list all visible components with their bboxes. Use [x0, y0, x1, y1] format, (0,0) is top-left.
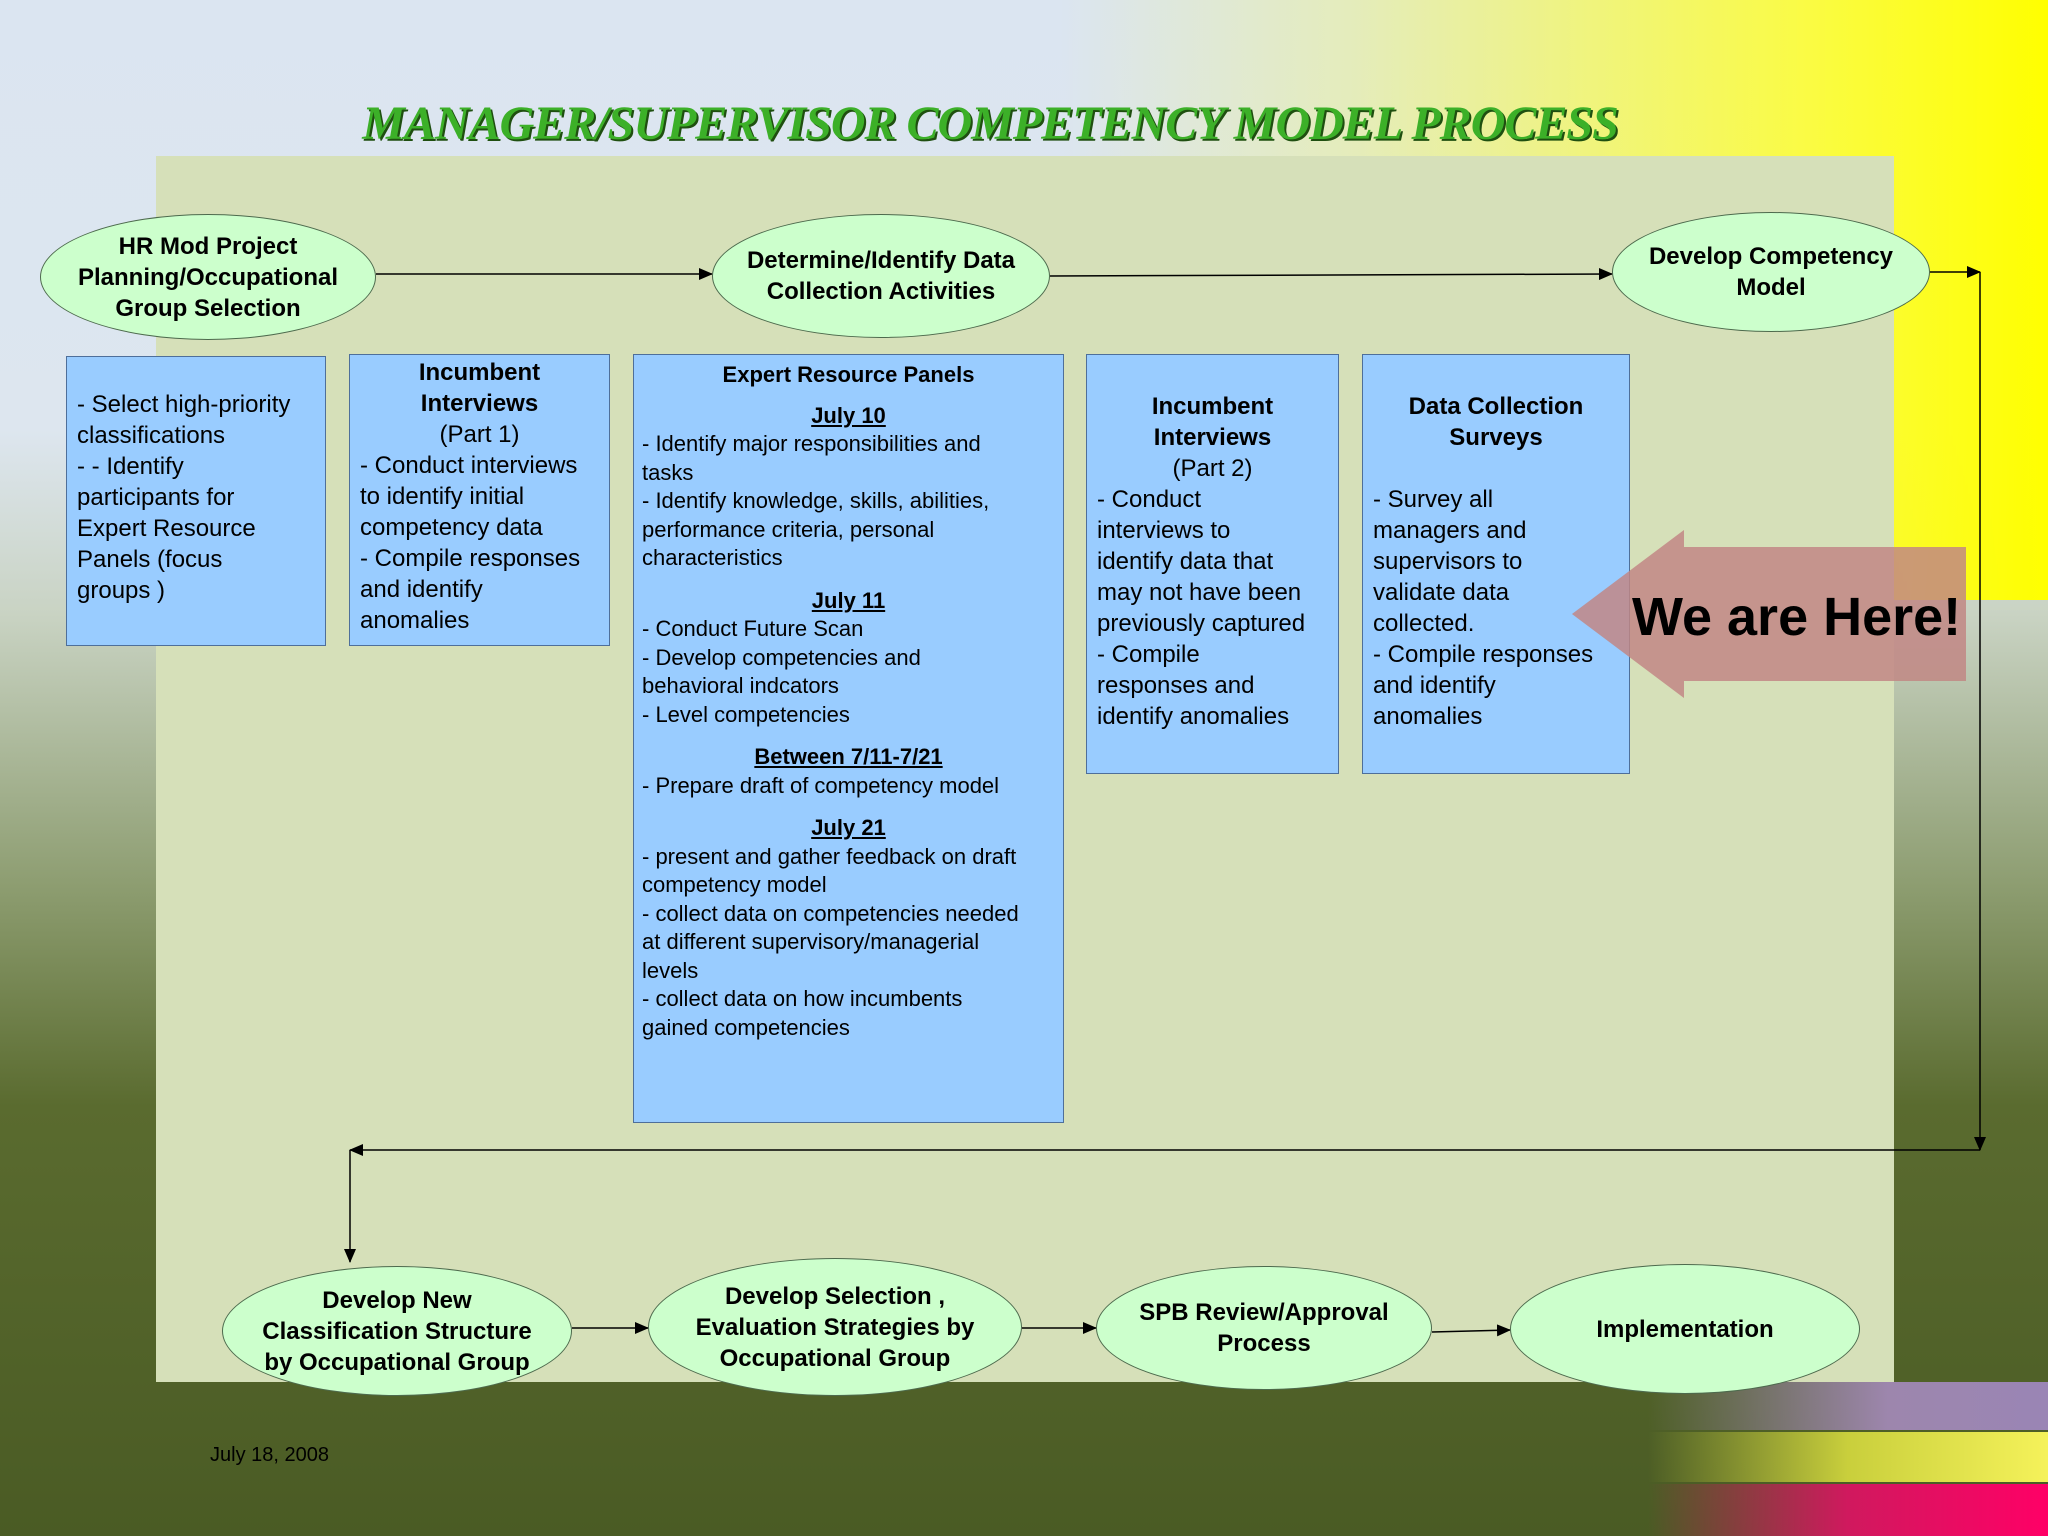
panel-date: July 11 — [811, 587, 886, 613]
box-line: responses and — [1097, 672, 1255, 699]
box-heading: Incumbent — [1151, 393, 1274, 420]
box-line: anomalies — [1373, 703, 1483, 730]
box-line: supervisors to — [1373, 548, 1523, 575]
box-line: - - Identify — [77, 453, 184, 480]
box-line: - Identify major responsibilities and — [642, 431, 981, 456]
box-line: - Identify knowledge, skills, abilities, — [642, 488, 990, 513]
step-label-line: Evaluation Strategies by — [695, 1313, 975, 1341]
box-expert-resource-panels: Expert Resource Panels July 10 - Identif… — [633, 354, 1064, 1123]
step-label-line: Occupational Group — [719, 1344, 951, 1372]
step-label-line: Group Selection — [115, 294, 301, 322]
step-label-line: Process — [1217, 1330, 1311, 1357]
panel-date: Between 7/11-7/21 — [754, 744, 943, 769]
decor-stripe-yellow — [1648, 1432, 2048, 1482]
box-heading: Incumbent — [418, 359, 541, 386]
box-line: classifications — [77, 422, 226, 449]
box-line: - Compile responses — [1373, 641, 1594, 668]
step-label-line: Collection Activities — [766, 278, 996, 305]
step-label-line: SPB Review/Approval — [1139, 1299, 1389, 1326]
box-line: - Survey all — [1373, 486, 1494, 513]
decor-stripe-pink — [1648, 1484, 2048, 1536]
box-line: collected. — [1373, 610, 1475, 637]
box-incumbent-interviews-part1: Incumbent Interviews (Part 1) - Conduct … — [349, 354, 610, 646]
box-line: groups ) — [77, 577, 166, 604]
arrow-step6-to-step7 — [1431, 1324, 1511, 1337]
panel-date: July 21 — [811, 815, 886, 840]
box-line: - Prepare draft of competency model — [642, 772, 1000, 798]
box-line: - Conduct Future Scan — [642, 616, 864, 641]
box-heading: Data Collection — [1408, 393, 1584, 420]
box-incumbent-interviews-part2: Incumbent Interviews (Part 2) - Conduct … — [1086, 354, 1339, 774]
box-line: - Compile responses — [360, 545, 581, 572]
step-label-line: Develop Competency — [1648, 243, 1894, 270]
box-line: - Level competencies — [642, 701, 850, 727]
we-are-here-arrow-icon — [1572, 530, 1966, 698]
box-spacer — [1373, 453, 1619, 484]
box-line: identify anomalies — [1097, 703, 1290, 730]
box-line: tasks — [642, 459, 694, 485]
box-line: Expert Resource — [77, 515, 256, 542]
box-line: - collect data on competencies needed — [642, 900, 1019, 926]
footer-date: July 18, 2008 — [210, 1444, 329, 1466]
box-line: competency model — [642, 872, 827, 897]
step-label-line: by Occupational Group — [264, 1348, 530, 1376]
step-label-line: Planning/Occupational — [77, 263, 339, 291]
box-data-collection-surveys: Data Collection Surveys - Survey all man… — [1362, 354, 1630, 774]
box-line: anomalies — [360, 607, 470, 634]
box-subheading: (Part 1) — [439, 421, 520, 448]
box-line: - Compile — [1097, 641, 1200, 668]
step-label-line: Implementation — [1596, 1315, 1774, 1343]
step-label-line: Develop New — [322, 1286, 472, 1314]
box-line: performance criteria, personal — [642, 516, 935, 542]
box-line: at different supervisory/managerial — [642, 929, 980, 954]
box-line: competency data — [360, 514, 543, 541]
step-hr-mod-planning: HR Mod Project Planning/Occupational Gro… — [40, 214, 376, 340]
step-develop-selection-strategies: Develop Selection , Evaluation Strategie… — [648, 1258, 1022, 1396]
box-heading: Interviews — [420, 390, 539, 417]
panel-date: July 10 — [811, 402, 886, 428]
box-line: levels — [642, 957, 699, 983]
box-line: managers and — [1373, 517, 1527, 544]
box-line: validate data — [1373, 579, 1510, 606]
step-label-line: Determine/Identify Data — [746, 247, 1016, 274]
box-line: - Develop competencies and — [642, 644, 921, 670]
box-line: - Select high-priority — [77, 391, 291, 418]
box-line: identify data that — [1097, 548, 1274, 575]
box-heading: Surveys — [1449, 424, 1543, 451]
box-line: and identify — [1373, 672, 1496, 699]
box-line: gained competencies — [642, 1014, 850, 1040]
box-line: behavioral indcators — [642, 673, 839, 698]
box-line: and identify — [360, 576, 483, 603]
box-line: to identify initial — [360, 483, 525, 510]
arrow-step2-to-step3 — [1049, 268, 1613, 281]
box-heading: Interviews — [1153, 424, 1272, 451]
step-develop-classification-structure: Develop New Classification Structure by … — [222, 1266, 572, 1396]
we-are-here-label: We are Here! — [1632, 587, 1962, 647]
box-line: characteristics — [642, 545, 783, 570]
box-line: participants for — [77, 484, 235, 511]
slide-title: MANAGER/SUPERVISOR COMPETENCY MODEL PROC… — [362, 97, 1619, 150]
box-subheading: (Part 2) — [1172, 455, 1253, 482]
box-line: - Conduct — [1097, 486, 1202, 513]
box-line: - present and gather feedback on draft — [642, 843, 1017, 869]
step-spb-review-approval: SPB Review/Approval Process — [1096, 1266, 1432, 1390]
box-line: Panels (focus — [77, 546, 223, 573]
box-select-classifications: - Select high-priority classifications -… — [66, 356, 326, 646]
box-line: - Conduct interviews — [360, 452, 578, 479]
box-line: interviews to — [1097, 517, 1231, 544]
step-label-line: Model — [1736, 274, 1806, 301]
step-implementation: Implementation — [1510, 1264, 1860, 1394]
step-label-line: Classification Structure — [262, 1317, 532, 1345]
step-label-line: Develop Selection , — [724, 1282, 946, 1310]
box-line: previously captured — [1097, 610, 1306, 637]
box-line: - collect data on how incumbents — [642, 986, 963, 1011]
box-heading: Expert Resource Panels — [722, 362, 975, 387]
box-line: may not have been — [1097, 579, 1302, 606]
step-develop-competency-model: Develop Competency Model — [1612, 212, 1930, 332]
step-label-line: HR Mod Project — [118, 232, 298, 260]
step-determine-data-collection: Determine/Identify Data Collection Activ… — [712, 214, 1050, 338]
